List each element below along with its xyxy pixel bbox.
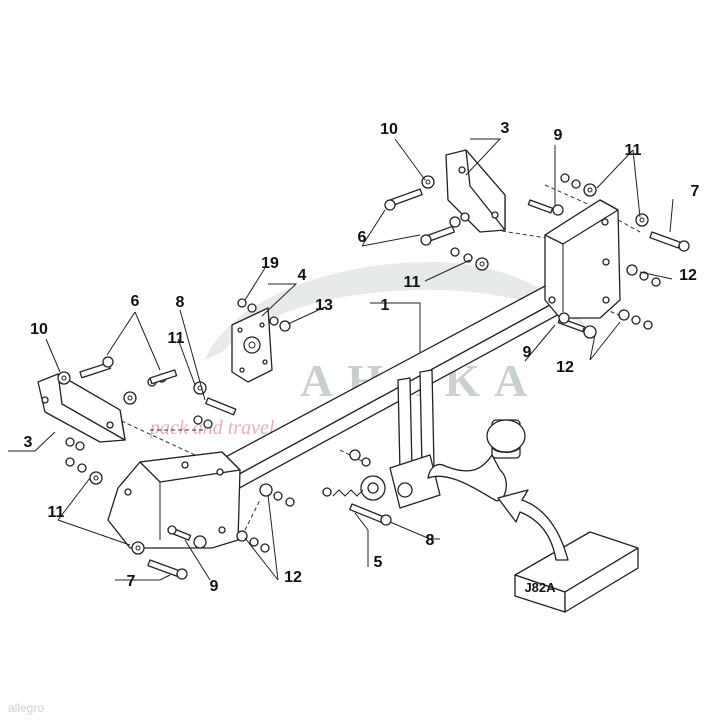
callout-6-right: 6 <box>358 229 367 246</box>
callout-7-left: 7 <box>127 573 136 590</box>
callout-4: 4 <box>298 267 307 284</box>
callout-11-right: 11 <box>625 142 642 159</box>
callout-11-bottom-left: 11 <box>48 504 65 521</box>
callout-5: 5 <box>374 554 383 571</box>
socket-plate <box>231 307 273 383</box>
callout-9-bottom: 9 <box>210 578 219 595</box>
leader-lines <box>8 138 674 581</box>
callout-11-left: 11 <box>168 330 185 347</box>
callout-9-right: 9 <box>523 344 532 361</box>
callout-7-right: 7 <box>691 183 700 200</box>
callout-3-right: 3 <box>501 120 510 137</box>
callout-10-right: 10 <box>380 121 398 138</box>
kit-code-label: J82A <box>524 580 556 595</box>
main-crossbar <box>107 199 621 549</box>
callout-19: 19 <box>261 255 279 272</box>
callout-12-bottom: 12 <box>284 569 302 586</box>
callout-1: 1 <box>381 297 390 314</box>
watermark-corner-text: allegro <box>8 701 44 715</box>
callout-9-top: 9 <box>554 127 563 144</box>
callout-11-middle: 11 <box>404 274 421 291</box>
callout-13: 13 <box>315 297 333 314</box>
curved-arrow <box>497 489 569 561</box>
callout-12-right: 12 <box>679 267 697 284</box>
watermark-car-swoosh <box>205 262 590 360</box>
fasteners <box>57 173 690 580</box>
kit-box: J82A <box>514 531 639 613</box>
watermark-tagline: pack and travel <box>148 417 275 439</box>
callout-8-upper: 8 <box>176 294 185 311</box>
callout-6-left: 6 <box>131 293 140 310</box>
callout-10-left: 10 <box>30 321 48 338</box>
callout-8-lower: 8 <box>426 532 435 549</box>
callout-3-left: 3 <box>24 434 33 451</box>
left-side-bracket <box>37 373 126 443</box>
callout-12-center-right: 12 <box>556 359 574 376</box>
right-side-bracket <box>445 149 506 233</box>
callouts: 1 3 3 4 5 6 6 7 7 8 8 9 9 9 10 10 11 11 … <box>24 120 700 595</box>
